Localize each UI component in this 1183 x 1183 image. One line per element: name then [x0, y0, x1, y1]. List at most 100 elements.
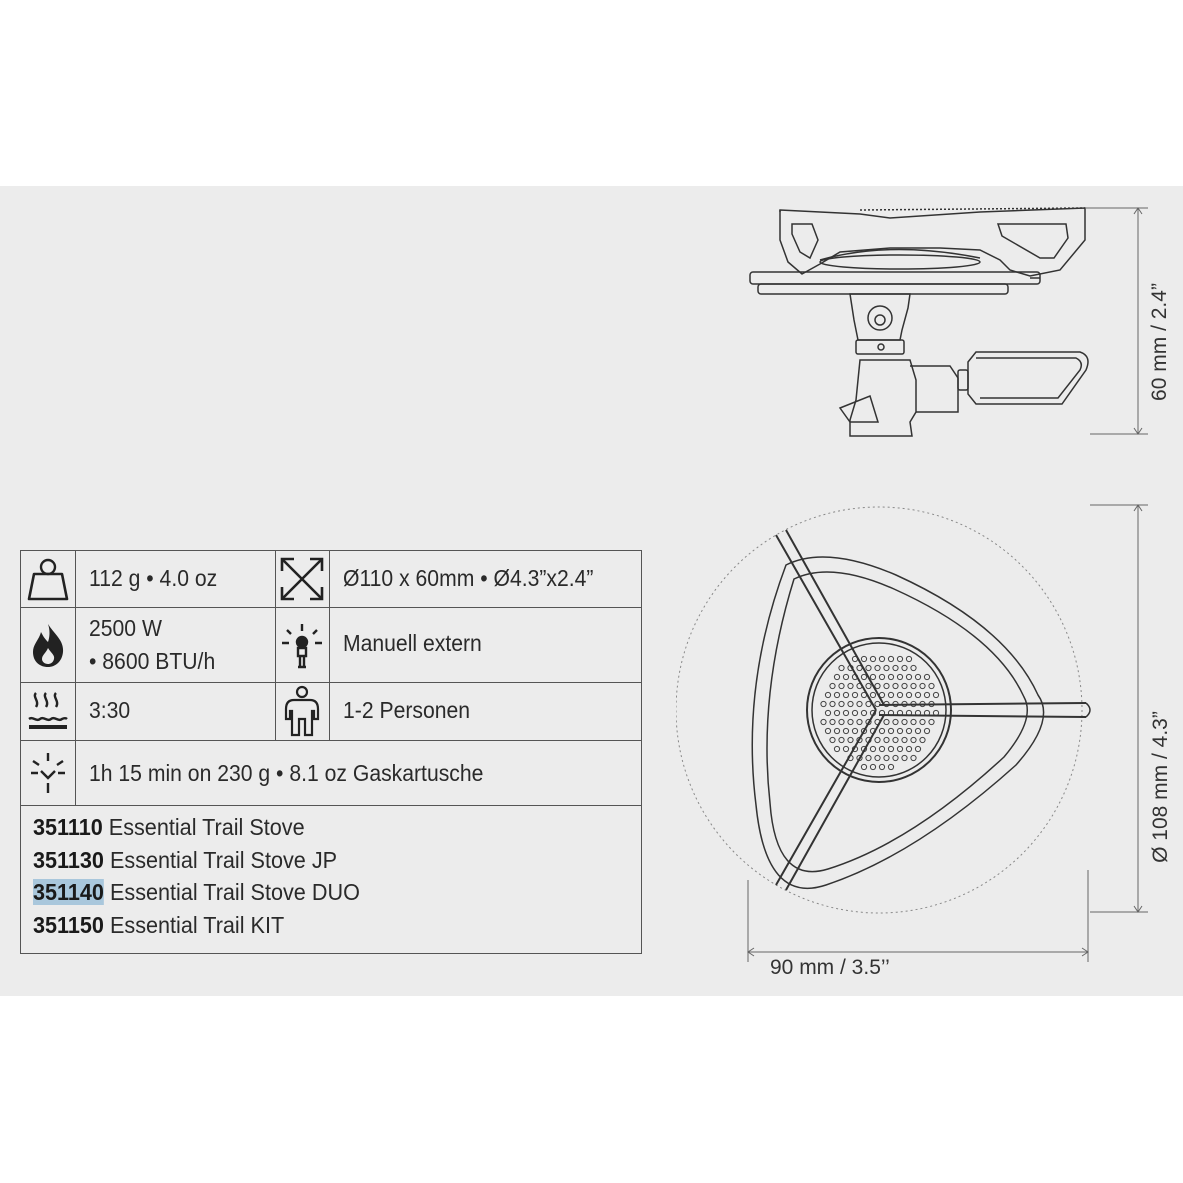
burner-hole	[829, 718, 836, 726]
size-value: Ø110 x 60mm • Ø4.3”x2.4”	[343, 565, 594, 591]
burner-hole	[883, 736, 890, 744]
model-item: 351110 Essential Trail Stove	[33, 811, 360, 844]
burner-hole	[833, 691, 841, 699]
spec-row-burn: 1h 15 min on 230 g • 8.1 oz Gaskartusche	[21, 740, 641, 806]
burner-hole	[887, 763, 895, 771]
burner-hole	[887, 745, 895, 753]
dimension-lines	[747, 207, 1148, 962]
burner-hole	[842, 691, 850, 699]
burner-hole	[901, 664, 908, 672]
burner-hole	[878, 655, 886, 663]
burner-hole	[847, 682, 854, 690]
burner-hole	[824, 727, 832, 735]
burner-hole	[910, 682, 917, 690]
burner-hole	[838, 682, 845, 690]
burner-hole	[838, 718, 845, 726]
burner-hole	[860, 763, 868, 771]
burner-hole	[896, 673, 904, 681]
divider	[329, 551, 330, 607]
burner-hole	[928, 682, 935, 690]
burner-hole	[883, 664, 890, 672]
weight-value: 112 g • 4.0 oz	[89, 565, 218, 591]
burner-hole	[829, 736, 836, 744]
weight-icon	[21, 551, 75, 607]
burner-hole	[887, 673, 895, 681]
spec-row-boil: 3:30 1-2 Personen	[21, 682, 641, 741]
burner-hole	[932, 691, 940, 699]
burner-hole	[892, 754, 899, 762]
spec-table: 112 g • 4.0 oz Ø110 x 60mm • Ø4.3”x2.4” …	[20, 550, 642, 954]
burner-hole	[887, 691, 895, 699]
burner-hole	[914, 745, 922, 753]
divider	[275, 607, 276, 682]
burner-hole	[919, 682, 926, 690]
model-item: 351150 Essential Trail KIT	[33, 909, 360, 942]
burner-hole	[919, 718, 926, 726]
burner-hole	[820, 700, 827, 708]
boil-time-value: 3:30	[89, 697, 131, 723]
burner-hole	[869, 655, 877, 663]
stove-side-view-drawing	[749, 207, 1089, 437]
burner-hole	[878, 763, 886, 771]
model-name: Essential Trail Stove	[108, 814, 305, 840]
burner-hole	[856, 718, 863, 726]
burner-hole	[869, 673, 877, 681]
burner-hole	[838, 736, 845, 744]
divider	[75, 740, 76, 805]
model-name: Essential Trail KIT	[109, 911, 285, 938]
burner-hole	[923, 691, 931, 699]
burner-hole	[905, 745, 913, 753]
burner-hole	[887, 655, 895, 663]
burn-time-value: 1h 15 min on 230 g • 8.1 oz Gaskartusche	[89, 760, 484, 786]
burner-hole	[820, 718, 827, 726]
burner-hole	[851, 691, 859, 699]
divider	[275, 682, 276, 740]
burner-hole	[860, 655, 868, 663]
model-code: 351140	[33, 879, 104, 905]
burner-hole	[905, 691, 913, 699]
ignition-icon	[275, 607, 329, 682]
burner-hole	[892, 664, 899, 672]
divider	[329, 682, 330, 740]
burner-hole	[878, 745, 886, 753]
burner-hole	[851, 709, 859, 717]
burner-hole	[833, 709, 841, 717]
divider	[329, 607, 330, 682]
flame-icon	[21, 607, 75, 682]
burner-holes	[820, 655, 940, 771]
dimensions-arrows-icon	[275, 551, 329, 607]
burner-hole	[896, 655, 904, 663]
burner-hole	[910, 718, 917, 726]
burner-hole	[892, 718, 899, 726]
ignition-value: Manuell extern	[343, 630, 482, 656]
spec-row-weight: 112 g • 4.0 oz Ø110 x 60mm • Ø4.3”x2.4”	[21, 551, 641, 608]
burner-hole	[842, 745, 850, 753]
burner-hole	[901, 754, 908, 762]
burner-hole	[865, 682, 872, 690]
diameter-dimension-label: Ø 108 mm / 4.3”	[1149, 711, 1172, 863]
burner-hole	[928, 718, 935, 726]
burner-hole	[896, 727, 904, 735]
burner-hole	[860, 709, 868, 717]
burner-hole	[874, 736, 881, 744]
burner-hole	[892, 682, 899, 690]
burner-hole	[838, 700, 845, 708]
burner-hole	[896, 745, 904, 753]
burner-hole	[824, 691, 832, 699]
burner-hole	[833, 727, 841, 735]
burner-hole	[883, 754, 890, 762]
burner-hole	[910, 664, 917, 672]
burner-hole	[833, 673, 841, 681]
burner-hole	[887, 727, 895, 735]
stove-top-view-drawing	[676, 506, 1091, 914]
burner-hole	[869, 691, 877, 699]
model-list: 351110 Essential Trail Stove 351130 Esse…	[33, 811, 388, 941]
person-icon	[275, 682, 329, 740]
power-btu: • 8600 BTU/h	[89, 648, 216, 674]
burner-hole	[910, 754, 917, 762]
burner-hole	[865, 754, 872, 762]
burner-hole	[905, 673, 913, 681]
width-dimension-label: 90 mm / 3.5’’	[770, 956, 890, 979]
burner-hole	[860, 673, 868, 681]
boiling-water-icon	[21, 682, 75, 740]
